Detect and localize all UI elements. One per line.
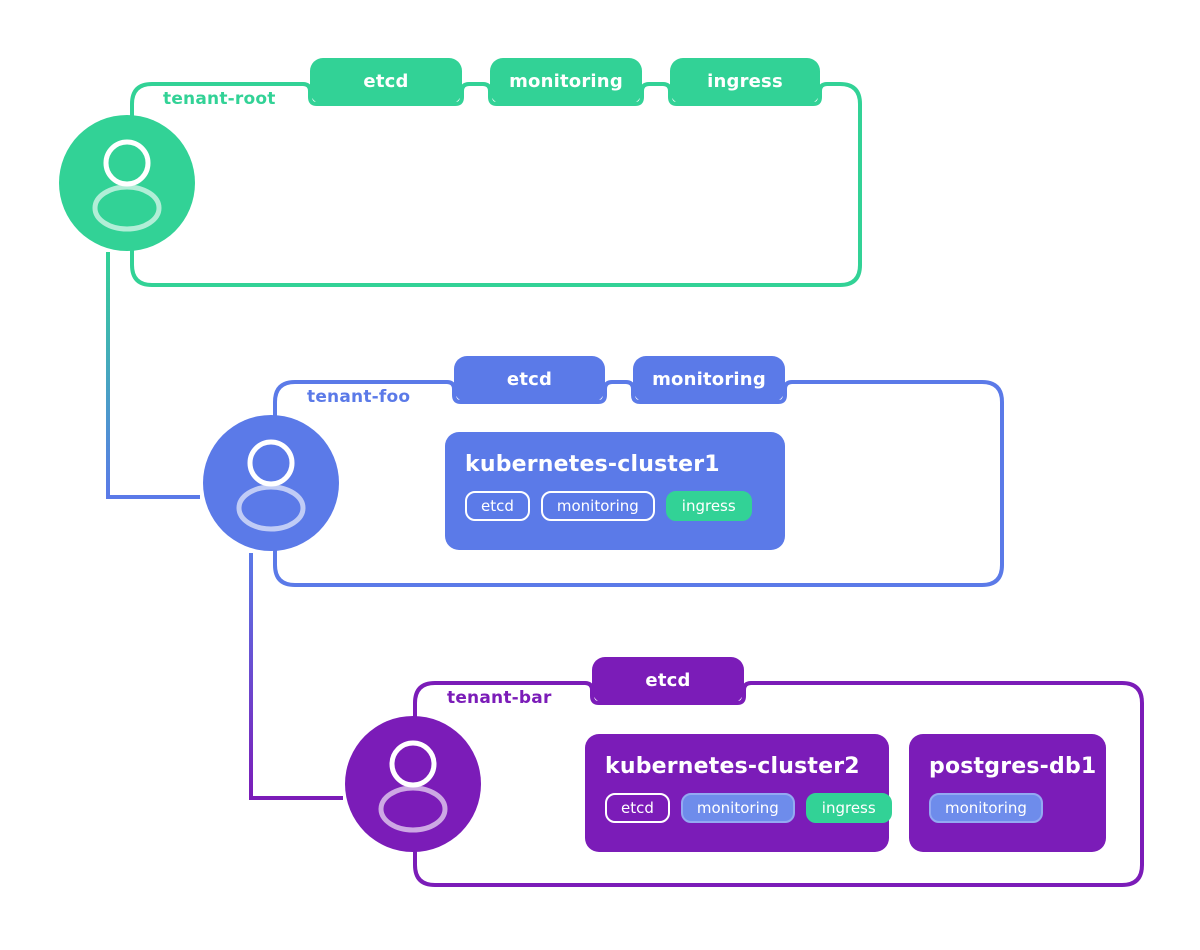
tenant-bar-label: tenant-bar bbox=[447, 688, 552, 708]
chip-ingress[interactable]: ingress bbox=[665, 491, 752, 521]
chip-ingress[interactable]: ingress bbox=[805, 793, 892, 823]
user-avatar-icon bbox=[92, 139, 162, 232]
chip-etcd[interactable]: etcd bbox=[605, 793, 670, 823]
tenant-foo-label: tenant-foo bbox=[307, 387, 411, 407]
tenant-foo-avatar[interactable] bbox=[203, 415, 339, 551]
tenant-foo-tag-etcd[interactable]: etcd bbox=[454, 356, 605, 402]
chip-monitoring[interactable]: monitoring bbox=[680, 793, 795, 823]
tag-label: monitoring bbox=[509, 70, 623, 92]
tenant-root-tag-monitoring[interactable]: monitoring bbox=[490, 58, 642, 104]
card-title: kubernetes-cluster2 bbox=[605, 754, 860, 779]
tenant-root-label: tenant-root bbox=[163, 89, 276, 109]
chip-label: ingress bbox=[681, 497, 736, 515]
user-avatar-icon bbox=[378, 740, 448, 833]
chip-label: etcd bbox=[621, 799, 654, 817]
tag-label: monitoring bbox=[652, 368, 766, 390]
chip-label: monitoring bbox=[556, 497, 639, 515]
chip-etcd[interactable]: etcd bbox=[465, 491, 530, 521]
resource-card-postgres-db1[interactable]: postgres-db1 monitoring bbox=[909, 734, 1106, 852]
card-title: kubernetes-cluster1 bbox=[465, 452, 720, 477]
tag-label: etcd bbox=[645, 669, 691, 691]
card-title: postgres-db1 bbox=[929, 754, 1097, 779]
tag-label: ingress bbox=[707, 70, 783, 92]
tenant-root-tag-ingress[interactable]: ingress bbox=[670, 58, 820, 104]
card-chip-list: etcd monitoring ingress bbox=[465, 491, 765, 521]
resource-card-kubernetes-cluster1[interactable]: kubernetes-cluster1 etcd monitoring ingr… bbox=[445, 432, 785, 550]
tenant-bar-avatar[interactable] bbox=[345, 716, 481, 852]
card-chip-list: monitoring bbox=[929, 793, 1086, 823]
card-chip-list: etcd monitoring ingress bbox=[605, 793, 892, 823]
chip-monitoring[interactable]: monitoring bbox=[929, 793, 1043, 823]
tenant-foo-tag-monitoring[interactable]: monitoring bbox=[633, 356, 785, 402]
tenant-container-root[interactable]: tenant-root etcd monitoring ingress bbox=[0, 0, 1200, 330]
tenant-root-avatar[interactable] bbox=[59, 115, 195, 251]
chip-label: monitoring bbox=[696, 799, 779, 817]
chip-label: ingress bbox=[821, 799, 876, 817]
resource-card-kubernetes-cluster2[interactable]: kubernetes-cluster2 etcd monitoring ingr… bbox=[585, 734, 892, 852]
tag-label: etcd bbox=[363, 70, 409, 92]
chip-monitoring[interactable]: monitoring bbox=[540, 491, 655, 521]
tag-label: etcd bbox=[506, 368, 553, 390]
tenant-root-tag-etcd[interactable]: etcd bbox=[310, 58, 462, 104]
chip-label: monitoring bbox=[945, 799, 1027, 817]
chip-label: etcd bbox=[481, 497, 514, 515]
user-avatar-icon bbox=[236, 439, 306, 532]
tenant-bar-tag-etcd[interactable]: etcd bbox=[592, 657, 744, 703]
tenant-root-frame bbox=[130, 82, 862, 287]
